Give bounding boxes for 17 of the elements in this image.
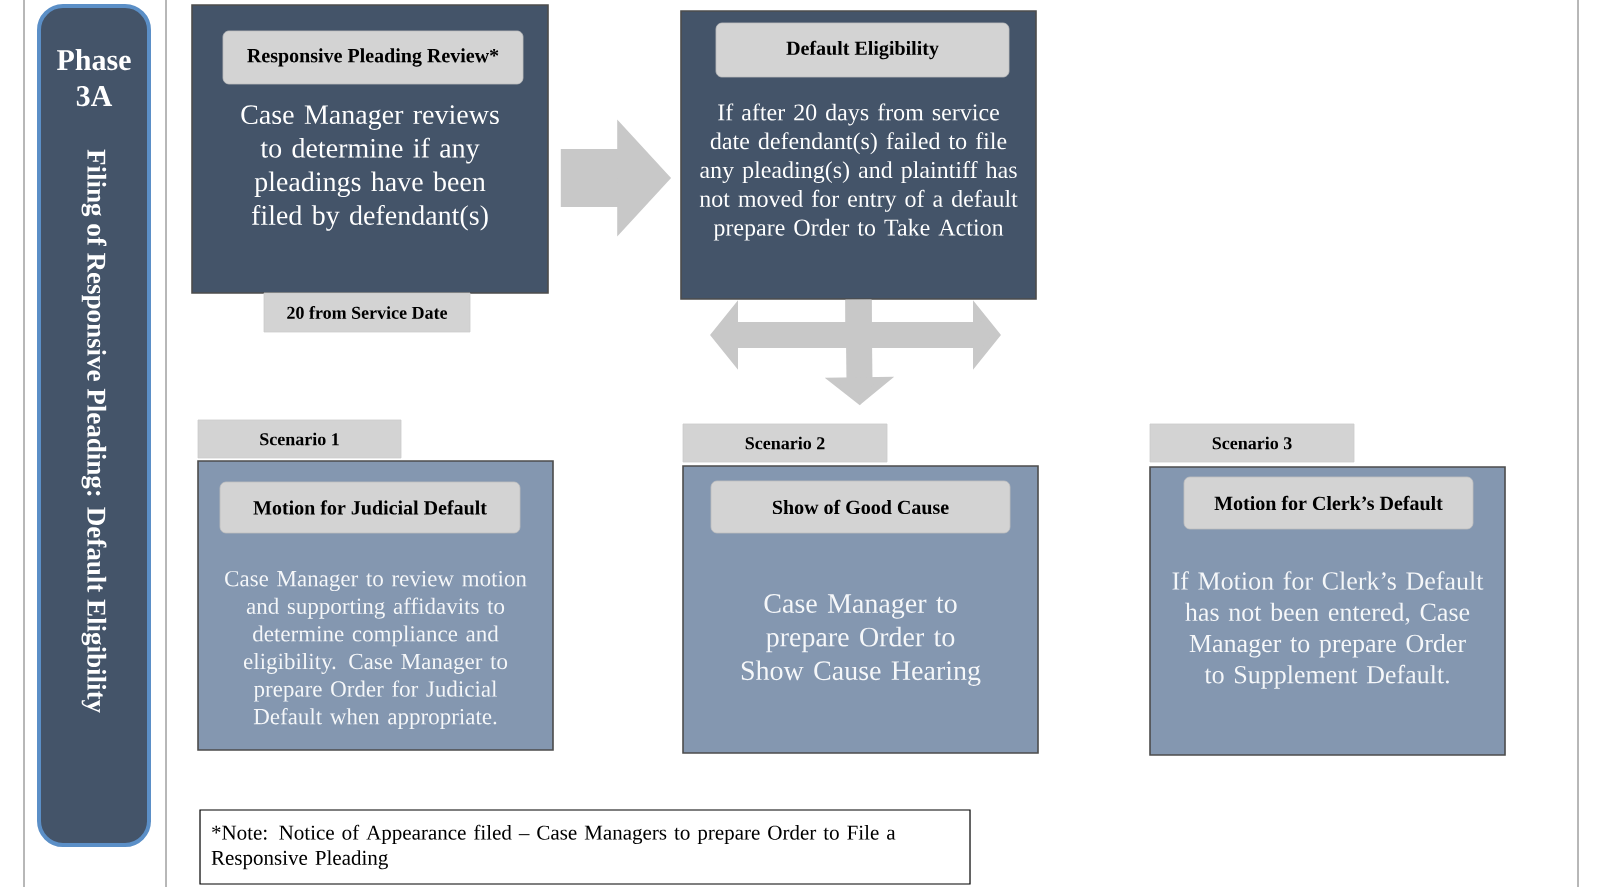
header-pill: Default Eligibility [715,22,1010,78]
phase-label: Phase 3A [57,49,131,107]
body-text: Case Manager to prepare Order to Show Cause Hearing [741,594,981,686]
scenario-tab: Scenario 3 [1149,423,1355,463]
duration-tab: 20 from Service Date [263,292,471,333]
header-pill: Motion for Clerk’s Default [1183,476,1474,530]
phase-title: Filing of Responsive Pleading: Default Eligibility [81,149,107,713]
header-pill: Show of Good Cause [710,480,1011,534]
body-text: Case Manager to review motion and supporting affidavits to determine compliance and eligibility. Case Manager to prepare Order for Judicial Default when appropriate. [225,570,527,730]
scenario-tab: Scenario 1 [197,419,402,459]
scenario-tab: Scenario 2 [682,423,888,463]
note-box: *Note: Notice of Appearance filed – Case Managers to prepare Order to File a Responsive Pleading [199,809,971,885]
body-text: If Motion for Clerk’s Default has not been entered, Case Manager to prepare Order to Supplement Default. [1172,571,1484,689]
header-pill: Responsive Pleading Review* [222,30,524,85]
header-pill: Motion for Judicial Default [219,481,521,534]
body-text: If after 20 days from service date defendant(s) failed to file any pleading(s) and plaintiff has not moved for entry of a default prepare Order to Take Action [699,103,1018,241]
body-text: Case Manager reviews to determine if any pleadings have been filed by defendant(s) [241,105,499,231]
